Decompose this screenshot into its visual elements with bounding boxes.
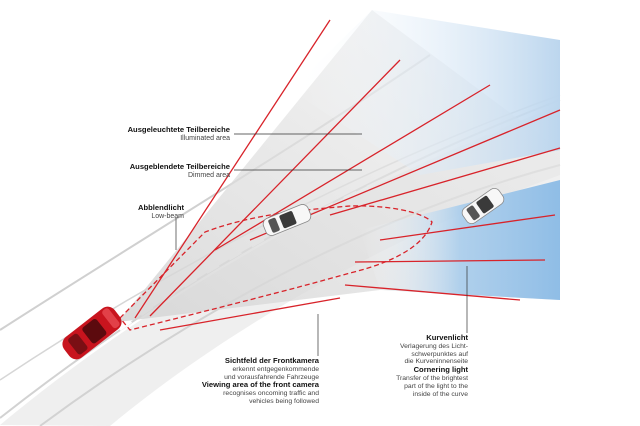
cornering-light-area	[360, 180, 560, 300]
white-car-icon	[461, 187, 505, 225]
label-low-beam: Abblendlicht Low-beam	[138, 203, 184, 220]
label-dimmed-area: Ausgeblendete Teilbereiche Dimmed area	[129, 162, 230, 179]
leader-lines	[175, 133, 468, 356]
label-illuminated-area: Ausgeleuchtete Teilbereiche Illuminated …	[127, 125, 230, 142]
white-car-icon	[262, 204, 312, 236]
label-cornering-light: Kurvenlicht Verlagerung des Licht- schwe…	[396, 333, 468, 398]
red-car-icon	[62, 306, 122, 360]
label-front-camera: Sichtfeld der Frontkamera erkennt entgeg…	[201, 356, 319, 405]
